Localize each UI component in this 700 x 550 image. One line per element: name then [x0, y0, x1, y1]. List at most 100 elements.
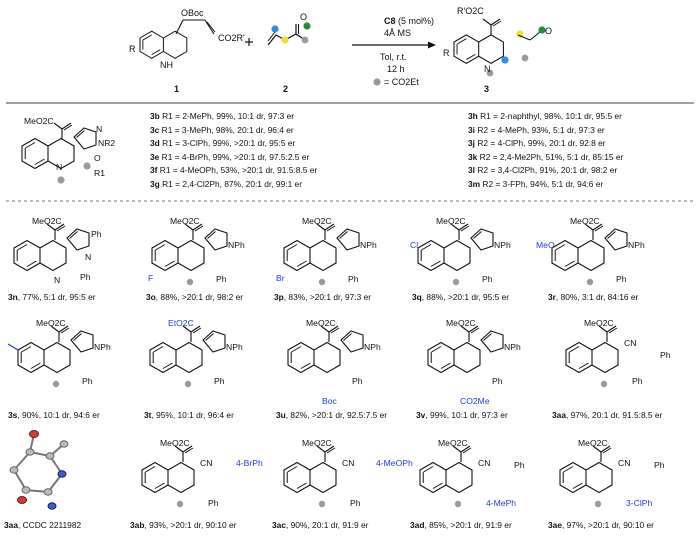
compound-id: 3m — [468, 179, 481, 189]
conditions: Tol, r.t. — [380, 52, 407, 62]
row3-3ab-ester: MeO2C — [160, 438, 190, 448]
gray-dot-legend: = CO2Et — [384, 77, 419, 87]
row1-caption-3o: 3o, 88%, >20:1 dr, 98:2 er — [146, 292, 243, 302]
variation-text: R1 = 2-MePh, 99%, 10:1 dr, 97:3 er — [159, 111, 295, 121]
variation-right-3i: 3i R2 = 4-MePh, 93%, 5:1 dr, 97:3 er — [468, 125, 605, 135]
result-text: , CCDC 2211982 — [17, 520, 82, 530]
compound-id: 3d — [150, 138, 160, 149]
row2-3v-ph: Ph — [492, 376, 503, 386]
row2-3u-ester: MeO2C — [306, 318, 336, 328]
compound-id: 3t — [144, 410, 152, 420]
xray-structure — [9, 430, 69, 510]
row2-3s-ester: MeO2C — [36, 318, 66, 328]
compound-1-label: 1 — [174, 84, 180, 94]
compound-id: 3q — [412, 292, 422, 302]
row1-3n-ester: MeO2C — [32, 216, 62, 226]
product-ester: R'O2C — [457, 6, 484, 16]
row3-caption-3ae: 3ae, 97%, >20:1 dr, 90:10 er — [548, 520, 654, 530]
variation-right-3m: 3m R2 = 3-FPh, 94%, 5:1 dr, 94:6 er — [468, 179, 603, 189]
additive: 4Å MS — [384, 28, 412, 38]
row2-3v-ester: MeO2C — [446, 318, 476, 328]
compound-id: 3ab — [130, 520, 145, 530]
row3-3ae-aryl: 3-ClPh — [626, 498, 653, 508]
row1-caption-3n: 3n, 77%, 5:1 dr, 95:5 er — [8, 292, 96, 302]
row1-caption-3r: 3r, 80%, 3:1 dr, 84:16 er — [548, 292, 638, 302]
row2-3aa-cn: CN — [624, 338, 637, 348]
reagent1-nh: NH — [160, 60, 173, 70]
row2-3aa-ester: MeO2C — [584, 318, 614, 328]
compound-id: 3s — [8, 410, 18, 420]
row1-3p-ph: Ph — [348, 274, 359, 284]
compound-id: 3g — [150, 179, 160, 189]
compound-id: 3ad — [410, 520, 425, 530]
general-structure — [21, 122, 97, 184]
row3-3ab-cn: CN — [200, 458, 213, 468]
row2-3aa-ph: Ph — [660, 350, 671, 360]
result-text: , 85%, >20:1 dr, 91:9 er — [424, 520, 512, 530]
row3-3ab-aryl: 4-BrPh — [236, 458, 263, 468]
row1-3q-sub: Cl — [410, 240, 419, 250]
product-r: R — [443, 48, 450, 58]
row3-caption-3ab: 3ab, 93%, >20:1 dr, 90:10 er — [130, 520, 236, 530]
row3-structures — [141, 445, 613, 508]
row1-3o-ph: Ph — [216, 274, 227, 284]
compound-id: 3aa — [552, 410, 566, 420]
variation-text: R2 = 3-FPh, 94%, 5:1 dr, 94:6 er — [480, 179, 604, 189]
row1-3o-ester: MeO2C — [170, 216, 200, 226]
row1-3n-ph2: Ph — [80, 272, 91, 282]
variation-left-3b: 3b R1 = 2-MePh, 99%, 10:1 dr, 97:3 er — [150, 111, 294, 121]
row1-3q-ester: MeO2C — [436, 216, 466, 226]
time: 12 h — [387, 64, 405, 74]
variation-text: R1 = 3-ClPh, 99%, >20:1 dr, 95:5 er — [159, 138, 296, 149]
result-text: , 99%, 10:1 dr, 97:3 er — [425, 410, 508, 420]
row1-3n-n: N — [85, 252, 92, 262]
row3-3ab-ph: Ph — [208, 498, 219, 508]
compound-id: 3e — [150, 151, 160, 162]
row3-caption-3aa: 3aa, CCDC 2211982 — [4, 520, 81, 530]
row2-caption-3t: 3t, 95%, 10:1 dr, 96:4 er — [144, 410, 234, 420]
result-text: , 88%, >20:1 dr, 98:2 er — [155, 292, 244, 302]
row2-3u-ph: Ph — [352, 376, 363, 386]
row3-3ad-ester: MeO2C — [438, 438, 468, 448]
row1-3p-sub: Br — [276, 273, 285, 283]
result-text: , 95%, 10:1 dr, 96:4 er — [151, 410, 234, 420]
reaction-scheme — [139, 18, 546, 86]
variation-left-3d: 3d R1 = 3-ClPh, 99%, >20:1 dr, 95:5 er — [150, 138, 295, 148]
row2-3u-pg: Boc — [322, 396, 337, 406]
result-text: , 83%, >20:1 dr, 97:3 er — [283, 292, 372, 302]
compound-id: 3aa — [4, 520, 18, 530]
row1-3n-ring-n: N — [54, 275, 61, 285]
product-o: O — [545, 26, 553, 36]
row2-3t-ph: Ph — [214, 376, 225, 386]
compound-3-label: 3 — [484, 84, 490, 94]
row2-3v-nph: NPh — [504, 342, 521, 352]
compound-2-label: 2 — [283, 84, 289, 94]
compound-id: 3p — [274, 292, 284, 302]
row2-3u-nph: NPh — [364, 342, 381, 352]
variation-left-3c: 3c R1 = 3-MePh, 98%, 20:1 dr, 96:4 er — [150, 125, 294, 135]
row1-3p-nph: NPh — [360, 240, 377, 250]
row3-3ae-cn: CN — [618, 458, 631, 468]
general-n: N — [96, 124, 103, 134]
compound-id: 3f — [150, 165, 158, 176]
general-nr2: NR2 — [98, 138, 116, 148]
row3-3ad-ph: Ph — [514, 460, 525, 470]
row3-3ac-ph: Ph — [350, 498, 361, 508]
variation-right-3j: 3j R2 = 4-ClPh, 99%, 20:1 dr, 92:8 er — [468, 138, 606, 148]
row3-caption-3ad: 3ad, 85%, >20:1 dr, 91:9 er — [410, 520, 512, 530]
row3-caption-3ac: 3ac, 90%, 20:1 dr, 91:9 er — [272, 520, 368, 530]
row1-3o-nph: NPh — [228, 240, 245, 250]
row2-3v-pg: CO2Me — [460, 396, 490, 406]
result-text: , 90%, 20:1 dr, 91:9 er — [285, 520, 369, 530]
row3-3ae-ph: Ph — [654, 460, 665, 470]
row1-caption-3p: 3p, 83%, >20:1 dr, 97:3 er — [274, 292, 371, 302]
result-text: , 90%, 10:1 dr, 94:6 er — [17, 410, 100, 420]
result-text: , 97%, >20:1 dr, 90:10 er — [561, 520, 654, 530]
row3-3ad-aryl: 4-MePh — [486, 498, 517, 508]
general-n-ring: N — [56, 162, 63, 172]
compound-id: 3v — [416, 410, 426, 420]
result-text: , 80%, 3:1 dr, 84:16 er — [555, 292, 639, 302]
result-text: , 88%, >20:1 dr, 95:5 er — [421, 292, 510, 302]
row2-caption-3s: 3s, 90%, 10:1 dr, 94:6 er — [8, 410, 100, 420]
